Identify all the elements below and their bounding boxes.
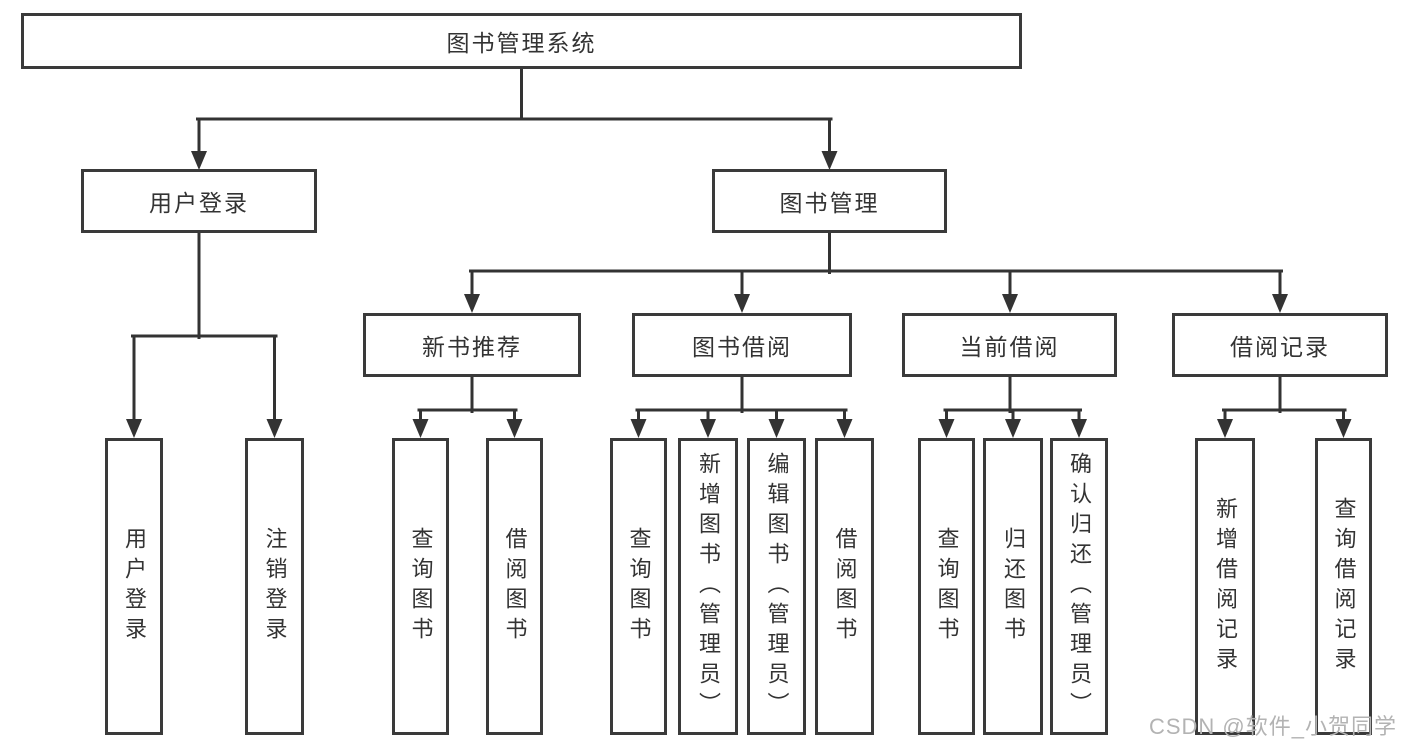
node-user-login-label: 用户登录 bbox=[149, 190, 249, 216]
leaf-query-borrow-record-label: 查询借阅记录 bbox=[1331, 496, 1357, 677]
leaf-edit-book-admin: 编辑图书（管理员） bbox=[747, 438, 806, 735]
node-root-system: 图书管理系统 bbox=[21, 13, 1022, 69]
leaf-add-book-admin: 新增图书（管理员） bbox=[678, 438, 738, 735]
csdn-watermark: CSDN @软件_小贺同学 bbox=[1148, 714, 1397, 739]
leaf-logout-label: 注销登录 bbox=[262, 526, 288, 647]
leaf-confirm-return-admin: 确认归还（管理员） bbox=[1050, 438, 1108, 735]
leaf-query-book-current: 查询图书 bbox=[918, 438, 975, 735]
leaf-query-book-borrow: 查询图书 bbox=[610, 438, 667, 735]
leaf-add-borrow-record-label: 新增借阅记录 bbox=[1213, 496, 1238, 677]
leaf-edit-book-admin-label: 编辑图书（管理员） bbox=[764, 451, 790, 722]
node-new-book-recommend-label: 新书推荐 bbox=[422, 334, 522, 360]
node-book-borrow-label: 图书借阅 bbox=[692, 334, 792, 360]
leaf-add-borrow-record: 新增借阅记录 bbox=[1195, 438, 1255, 735]
node-book-management: 图书管理 bbox=[712, 169, 947, 233]
leaf-query-book-current-label: 查询图书 bbox=[934, 526, 960, 647]
leaf-borrow-book: 借阅图书 bbox=[815, 438, 874, 735]
leaf-borrow-book-recommend-label: 借阅图书 bbox=[502, 526, 528, 647]
node-user-login: 用户登录 bbox=[81, 169, 317, 233]
node-book-management-label: 图书管理 bbox=[779, 190, 880, 216]
node-root-label: 图书管理系统 bbox=[446, 30, 597, 56]
node-book-borrow: 图书借阅 bbox=[632, 313, 852, 377]
leaf-confirm-return-admin-label: 确认归还（管理员） bbox=[1067, 451, 1092, 722]
leaf-logout: 注销登录 bbox=[245, 438, 304, 735]
node-borrow-records-label: 借阅记录 bbox=[1230, 334, 1330, 360]
leaf-return-book: 归还图书 bbox=[983, 438, 1043, 735]
node-current-borrow: 当前借阅 bbox=[902, 313, 1117, 377]
leaf-query-book-recommend: 查询图书 bbox=[392, 438, 449, 735]
leaf-user-login: 用户登录 bbox=[105, 438, 163, 735]
leaf-user-login-label: 用户登录 bbox=[122, 526, 147, 647]
leaf-borrow-book-label: 借阅图书 bbox=[832, 526, 858, 647]
leaf-query-book-recommend-label: 查询图书 bbox=[408, 526, 434, 647]
leaf-add-book-admin-label: 新增图书（管理员） bbox=[696, 451, 721, 722]
arrowheads bbox=[126, 151, 1352, 438]
leaf-query-book-borrow-label: 查询图书 bbox=[626, 526, 652, 647]
node-current-borrow-label: 当前借阅 bbox=[959, 334, 1060, 360]
leaf-return-book-label: 归还图书 bbox=[1001, 526, 1026, 647]
leaf-query-borrow-record: 查询借阅记录 bbox=[1315, 438, 1372, 735]
leaf-borrow-book-recommend: 借阅图书 bbox=[486, 438, 543, 735]
node-new-book-recommend: 新书推荐 bbox=[363, 313, 581, 377]
node-borrow-records: 借阅记录 bbox=[1172, 313, 1388, 377]
